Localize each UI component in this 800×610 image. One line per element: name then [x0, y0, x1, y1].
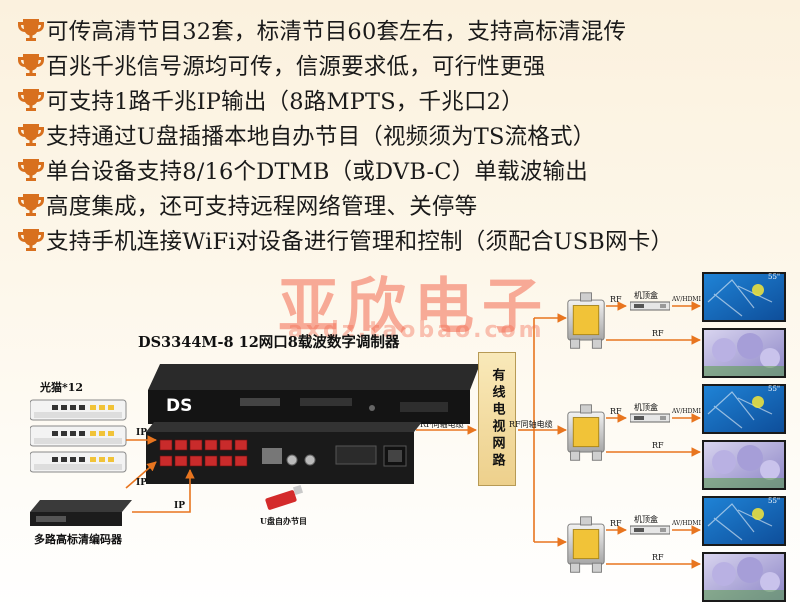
set-top-box: [630, 413, 670, 423]
ip-label: IP: [174, 501, 185, 511]
feature-text: 百兆千兆信号源均可传，信源要求低，可行性更强: [46, 53, 546, 80]
rf-cable-label: RF同轴电缆: [420, 420, 464, 429]
stb-label: 机顶盒: [634, 291, 658, 300]
usb-label: U盘自办节目: [260, 516, 307, 526]
feature-text: 支持通过U盘插播本地自办节目（视频须为TS流格式）: [46, 123, 596, 150]
rf-label: RF: [610, 407, 622, 416]
rf-label: RF: [610, 295, 622, 304]
tv-screen-purple: [702, 440, 786, 490]
feature-item: 支持手机连接WiFi对设备进行管理和控制（须配合USB网卡）: [16, 222, 796, 257]
av-label: AV/HDMI: [672, 408, 701, 415]
feature-item: 支持通过U盘插播本地自办节目（视频须为TS流格式）: [16, 117, 796, 152]
feature-text: 可支持1路千兆IP输出（8路MPTS，千兆口2）: [46, 88, 524, 115]
onu-label: 光猫*12: [40, 381, 84, 394]
feature-text: 单台设备支持8/16个DTMB（或DVB-C）单载波输出: [46, 158, 588, 185]
rf-label: RF: [610, 519, 622, 528]
feature-item: 高度集成，还可支持远程网络管理、关停等: [16, 187, 796, 222]
feature-text: 可传高清节目32套，标清节目60套左右，支持高标清混传: [46, 18, 627, 45]
device-brand: DS: [166, 396, 193, 416]
tv-size-badge: 55": [768, 497, 781, 505]
cable-network-box: 有线电视网路: [478, 352, 516, 486]
feature-text: 支持手机连接WiFi对设备进行管理和控制（须配合USB网卡）: [46, 228, 674, 255]
watermark-brand: 亚欣电子: [278, 272, 550, 342]
set-top-box: [630, 525, 670, 535]
feature-item: 单台设备支持8/16个DTMB（或DVB-C）单载波输出: [16, 152, 796, 187]
ip-connectors: [125, 435, 195, 513]
stb-label: 机顶盒: [634, 515, 658, 524]
feature-item: 百兆千兆信号源均可传，信源要求低，可行性更强: [16, 47, 796, 82]
tv-screen-purple: [702, 552, 786, 602]
usb-drive: [265, 484, 304, 510]
rf-label: RF: [652, 441, 664, 450]
rf-label: RF: [652, 553, 664, 562]
av-label: AV/HDMI: [672, 520, 701, 527]
watermark-url: axdz.taobao.com: [288, 318, 545, 343]
stb-label: 机顶盒: [634, 403, 658, 412]
set-top-box: [630, 301, 670, 311]
modulator-rear-unit: [146, 422, 422, 484]
tv-size-badge: 55": [768, 385, 781, 393]
tv-size-badge: 55": [768, 273, 781, 281]
rf-label: RF: [652, 329, 664, 338]
splitter-2: [567, 404, 605, 461]
encoder-device: [30, 500, 132, 526]
tv-screen-purple: [702, 328, 786, 378]
onu-stack: [30, 399, 127, 473]
rf-cable-label: RF同轴电缆: [509, 420, 553, 429]
ip-label: IP: [136, 428, 147, 438]
network-label: 有线电视网路: [489, 368, 505, 470]
splitter-1: [567, 292, 605, 349]
distribution-trunk: [518, 313, 567, 547]
feature-text: 高度集成，还可支持远程网络管理、关停等: [46, 193, 478, 220]
av-label: AV/HDMI: [672, 296, 701, 303]
ip-label: IP: [136, 478, 147, 488]
modulator-front-unit: [148, 364, 480, 424]
splitter-3: [567, 516, 605, 573]
feature-list: 可传高清节目32套，标清节目60套左右，支持高标清混传 百兆千兆信号源均可传，信…: [16, 12, 796, 257]
feature-item: 可传高清节目32套，标清节目60套左右，支持高标清混传: [16, 12, 796, 47]
device-title: DS3344M-8 12网口8载波数字调制器: [138, 334, 400, 351]
feature-item: 可支持1路千兆IP输出（8路MPTS，千兆口2）: [16, 82, 796, 117]
splitter-outputs: [606, 301, 701, 569]
encoder-label: 多路高标清编码器: [34, 533, 122, 546]
